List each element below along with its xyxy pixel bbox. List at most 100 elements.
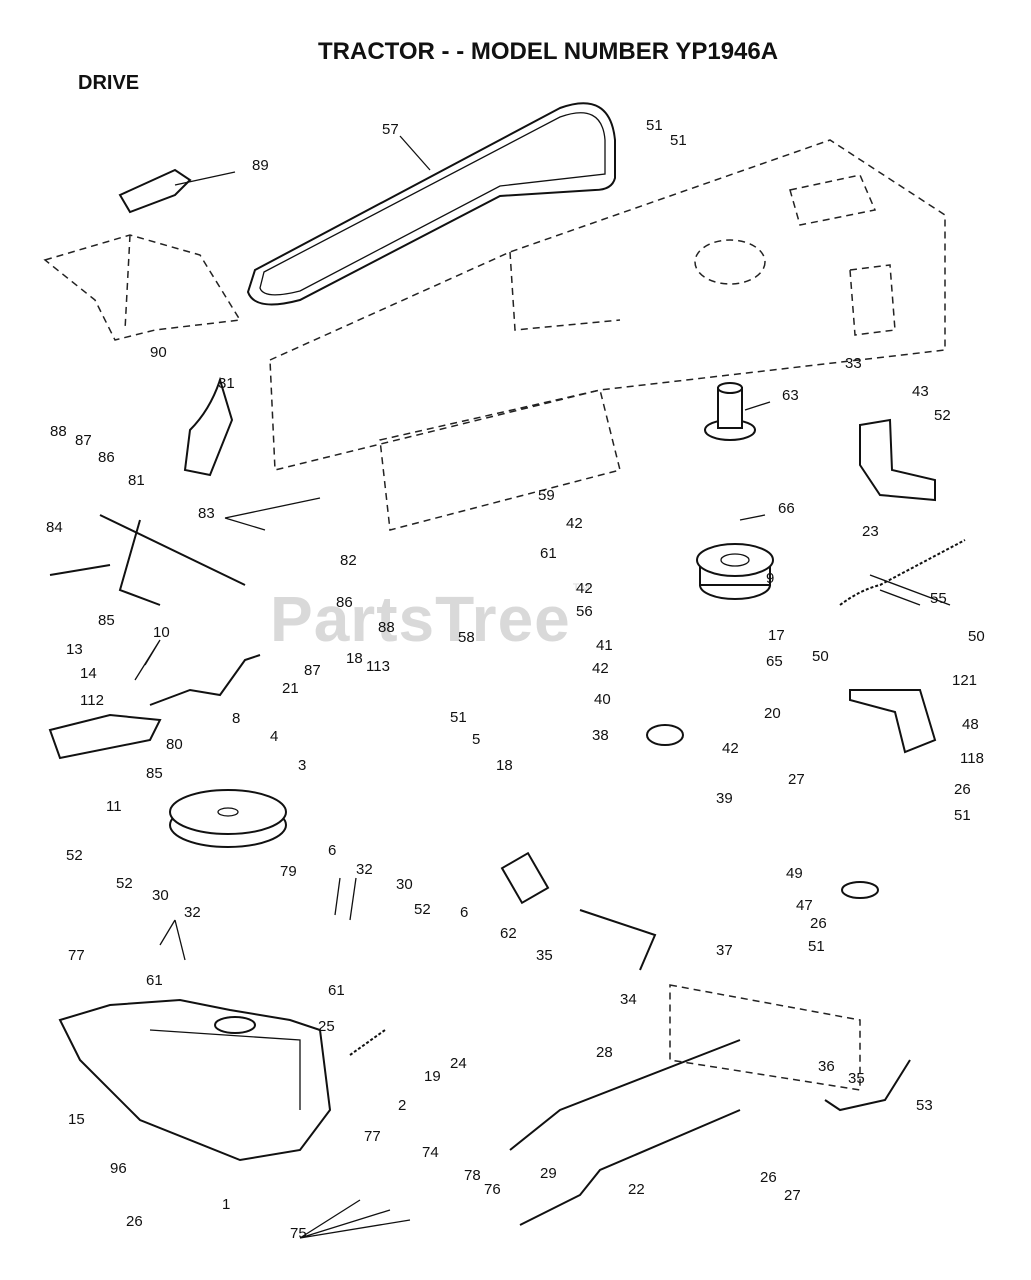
callout-61: 61 [540,545,557,562]
callout-84: 84 [46,519,63,536]
callout-74: 74 [422,1144,439,1161]
part-3-transaxle-pulley [169,789,287,848]
callout-32: 32 [356,861,373,878]
callout-77: 77 [364,1128,381,1145]
callout-52: 52 [66,847,83,864]
callout-26: 26 [126,1213,143,1230]
callout-26: 26 [954,781,971,798]
callout-14: 14 [80,665,97,682]
callout-77: 77 [68,947,85,964]
callout-86: 86 [336,594,353,611]
part-23-bracket [859,418,936,502]
part-31-shield [183,376,234,477]
callout-35: 35 [848,1070,865,1087]
callout-20: 20 [764,705,781,722]
callout-11: 11 [106,798,122,815]
part-25-spring [349,1029,386,1056]
part-53-rod [824,1059,911,1112]
callout-25: 25 [318,1018,335,1035]
callout-62: 62 [500,925,517,942]
callout-78: 78 [464,1167,481,1184]
callout-112: 112 [80,692,104,709]
tractor-frame [269,139,946,531]
part-1-transaxle [58,998,332,1162]
callout-26: 26 [810,915,827,932]
callout-27: 27 [784,1187,801,1204]
callout-65: 65 [766,653,783,670]
callout-21: 21 [282,680,299,697]
callout-51: 51 [670,132,687,149]
part-28-rod [509,1039,741,1151]
callout-30: 30 [152,887,169,904]
callout-51: 51 [808,938,825,955]
callout-55: 55 [930,590,947,607]
trademark-mark: TM [572,582,591,594]
part-9-electric-clutch [696,543,774,600]
callout-75: 75 [290,1225,307,1242]
callout-48: 48 [962,716,979,733]
callout-6: 6 [328,842,336,859]
callout-42: 42 [566,515,583,532]
callout-8: 8 [232,710,240,727]
callout-4: 4 [270,728,278,745]
callout-39: 39 [716,790,733,807]
callout-1: 1 [222,1196,230,1213]
callout-53: 53 [916,1097,933,1114]
callout-63: 63 [782,387,799,404]
callout-3: 3 [298,757,306,774]
callout-47: 47 [796,897,813,914]
callout-61: 61 [328,982,345,999]
callout-37: 37 [716,942,733,959]
callout-49: 49 [786,865,803,882]
callout-56: 56 [576,603,593,620]
callout-121: 121 [952,672,977,689]
part-22-rod [519,1109,741,1226]
callout-38: 38 [592,727,609,744]
callout-59: 59 [538,487,555,504]
callout-31: 31 [218,375,235,392]
callout-76: 76 [484,1181,501,1198]
callout-6: 6 [460,904,468,921]
part-8-linkage [149,654,261,706]
callout-27: 27 [788,771,805,788]
drive-belt [246,102,616,306]
callout-83: 83 [198,505,215,522]
callout-82: 82 [340,552,357,569]
callout-86: 86 [98,449,115,466]
callout-51: 51 [646,117,663,134]
part-80-arm [48,713,162,760]
page-title: TRACTOR - - MODEL NUMBER YP1946A [318,38,779,65]
callout-87: 87 [75,432,92,449]
dash-panel [43,234,242,341]
callout-52: 52 [414,901,431,918]
callout-43: 43 [912,383,929,400]
callout-19: 19 [424,1068,441,1085]
callout-23: 23 [862,523,879,540]
callout-17: 17 [768,627,785,644]
leader-lines [134,135,951,1239]
callout-66: 66 [778,500,795,517]
watermark-text: PartsTree [270,583,571,655]
callout-2: 2 [398,1097,406,1114]
callout-35: 35 [536,947,553,964]
callout-34: 34 [620,991,637,1008]
callout-28: 28 [596,1044,613,1061]
callout-88: 88 [50,423,67,440]
callout-26: 26 [760,1169,777,1186]
callout-33: 33 [845,355,862,372]
callout-5: 5 [472,731,480,748]
callout-85: 85 [146,765,163,782]
callout-41: 41 [596,637,613,654]
part-55-spring [839,539,966,606]
callout-88: 88 [378,619,395,636]
callout-42: 42 [592,660,609,677]
callout-85: 85 [98,612,115,629]
callout-18: 18 [346,650,363,667]
callout-32: 32 [184,904,201,921]
callout-90: 90 [150,344,167,361]
callout-15: 15 [68,1111,85,1128]
callout-51: 51 [450,709,467,726]
